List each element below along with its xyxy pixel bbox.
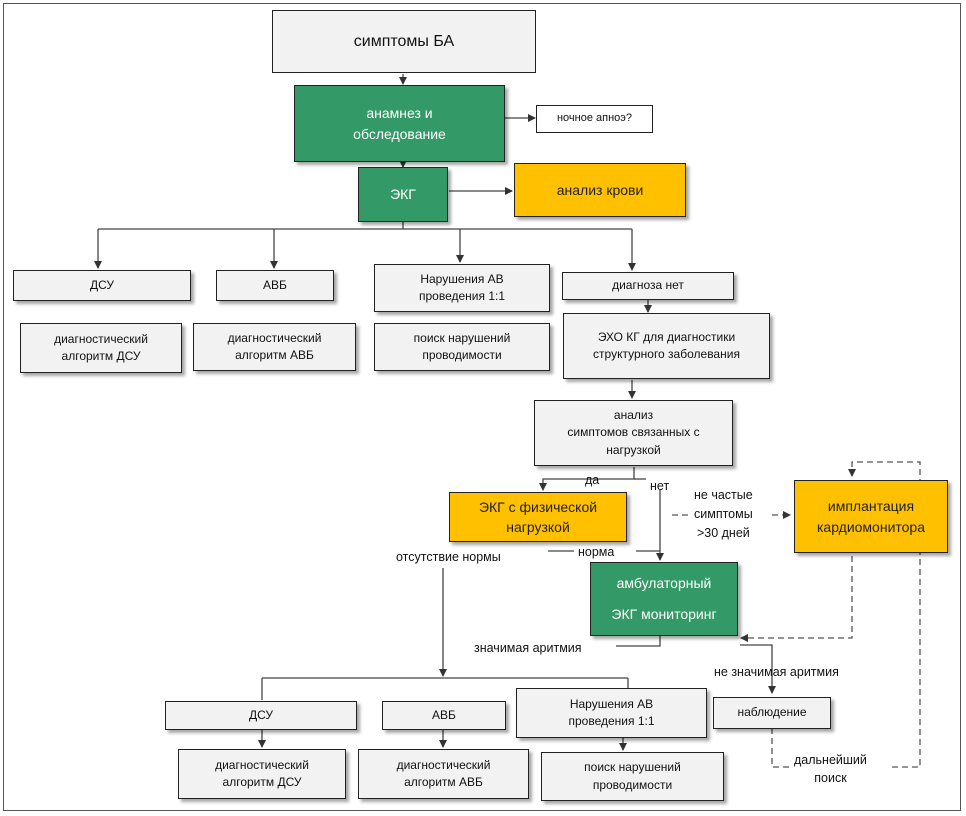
yes-label: да (585, 473, 600, 487)
load-analysis-box: анализ симптомов связанных с нагрузкой (534, 400, 733, 466)
av-conduction-box-top: Нарушения АВ проведения 1:1 (374, 264, 550, 312)
avb-box-bottom: АВБ (382, 701, 506, 730)
significant-arrhythmia-label: значимая аритмия (474, 641, 582, 655)
blood-test-box: анализ крови (514, 163, 686, 217)
dsu-algorithm-box-top: диагностический алгоритм ДСУ (20, 323, 182, 373)
dsu-box-bottom: ДСУ (165, 701, 357, 730)
av-conduction-box-bottom: Нарушения АВ проведения 1:1 (516, 688, 707, 738)
norm-label: норма (578, 545, 615, 559)
avb-algorithm-box-top: диагностический алгоритм АВБ (193, 323, 356, 371)
not-significant-arrhythmia-label: не значимая аритмия (714, 665, 839, 679)
avb-box-top: АВБ (216, 270, 334, 301)
echo-box: ЭХО КГ для диагностики структурного забо… (563, 313, 770, 379)
cardiac-monitor-implant-box: имплантация кардиомонитора (794, 480, 948, 553)
no-diagnosis-box: диагноза нет (562, 272, 734, 300)
diagram-frame (3, 3, 961, 811)
rare-symptoms-label: не частые симптомы >30 дней (694, 488, 753, 540)
conduction-search-box-bottom: поиск нарушений проводимости (541, 752, 724, 801)
dsu-algorithm-box-bottom: диагностический алгоритм ДСУ (178, 749, 346, 799)
no-label: нет (650, 479, 670, 493)
sleep-apnea-box: ночное апноэ? (536, 105, 653, 133)
further-search-label: дальнейший поиск (794, 753, 867, 786)
anamnesis-box: анамнез и обследование (294, 85, 505, 162)
avb-algorithm-box-bottom: диагностический алгоритм АВБ (358, 749, 529, 799)
abnormal-label: отсутствие нормы (396, 550, 501, 564)
stress-ecg-box: ЭКГ с физической нагрузкой (449, 492, 627, 542)
ecg-box: ЭКГ (358, 167, 448, 222)
conduction-search-box-top: поиск нарушений проводимости (374, 323, 550, 371)
holter-monitoring-box: амбулаторный ЭКГ мониторинг (590, 562, 738, 636)
symptoms-box: симптомы БА (272, 10, 536, 73)
observation-box: наблюдение (713, 697, 831, 729)
dsu-box-top: ДСУ (13, 270, 191, 301)
